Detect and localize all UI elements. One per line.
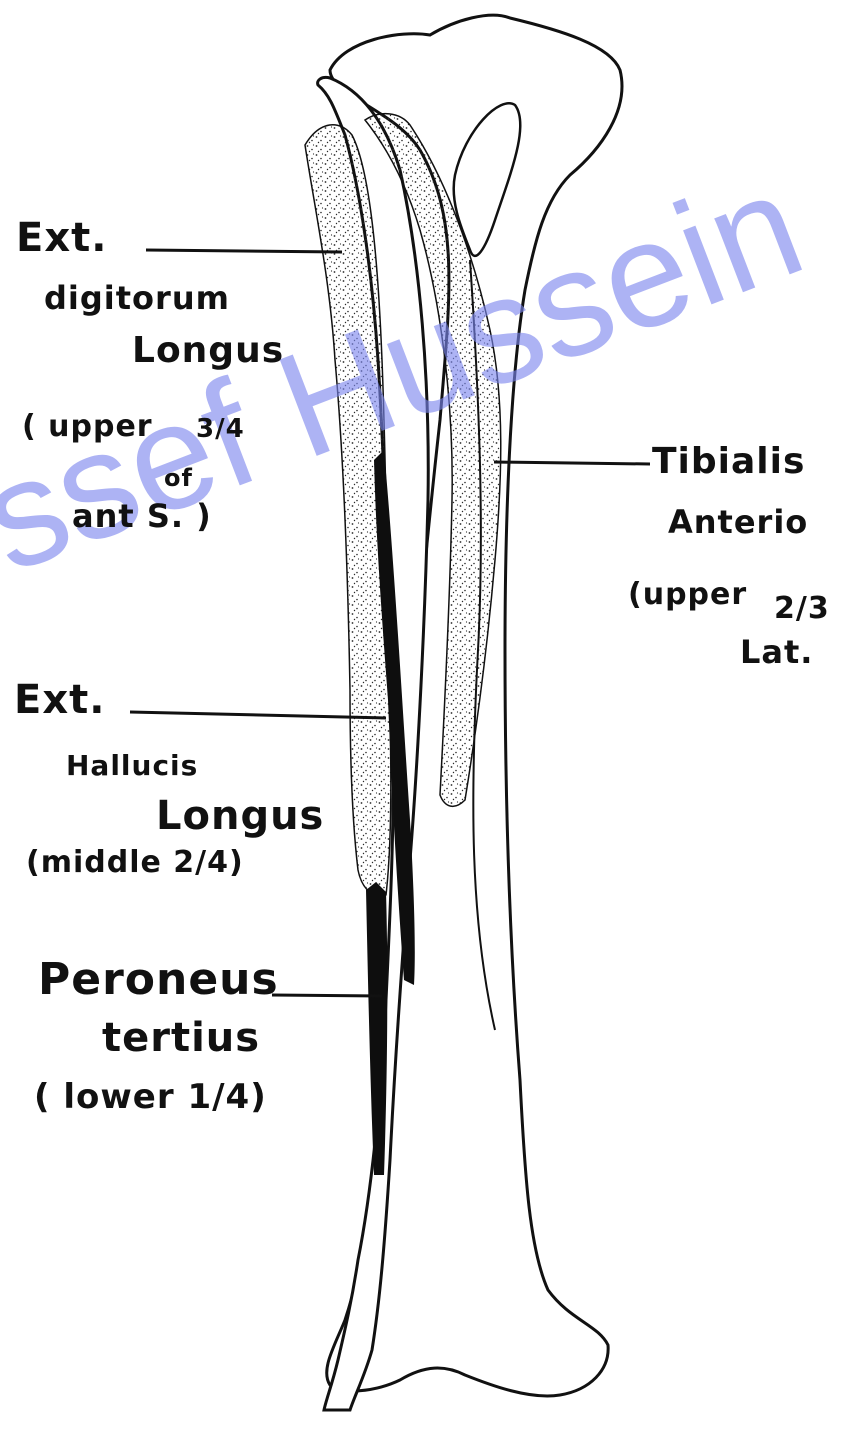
pointer-line-ta: [494, 462, 650, 464]
label-edl-line3: Longus: [132, 333, 284, 369]
label-edl-fraction: 3/4: [196, 416, 245, 442]
label-edl-line2: digitorum: [44, 282, 230, 314]
label-ta-line2: Anterio: [668, 506, 808, 538]
label-ehl-line1: Ext.: [14, 680, 105, 720]
pointer-line-pt: [272, 995, 382, 996]
label-ehl-line3: Longus: [156, 796, 324, 836]
label-pt-line3: ( lower 1/4): [34, 1080, 267, 1114]
label-pt-line2: tertius: [102, 1018, 260, 1058]
label-ta-fraction: 2/3: [774, 594, 830, 624]
pointer-line-edl: [146, 250, 342, 252]
label-edl-line5: of: [164, 466, 193, 490]
label-edl-line6: ant S. ): [72, 500, 212, 532]
label-edl-line4: ( upper: [22, 412, 153, 442]
label-edl-line1: Ext.: [16, 218, 107, 258]
label-ta-line1: Tibialis: [652, 444, 805, 480]
label-ta-line3: (upper: [628, 580, 747, 610]
label-ehl-line4: (middle 2/4): [26, 848, 244, 878]
pt-origin-strip: [366, 882, 387, 1175]
pointer-line-ehl: [130, 712, 386, 718]
label-pt-line1: Peroneus: [38, 958, 279, 1002]
label-ta-line4: Lat.: [740, 636, 813, 668]
label-ehl-line2: Hallucis: [66, 752, 198, 780]
